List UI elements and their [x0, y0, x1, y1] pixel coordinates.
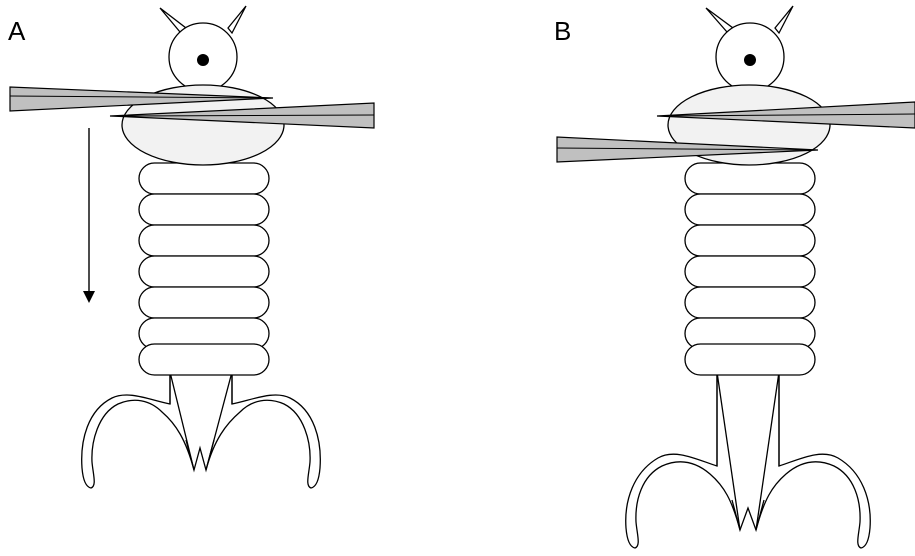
segment-1: [139, 163, 269, 194]
segment-7: [139, 344, 269, 375]
segment-3: [139, 225, 269, 256]
appendages: [626, 370, 870, 548]
specimen-diagram-b: [470, 0, 915, 556]
segment-2: [139, 194, 269, 225]
body-segments: [685, 163, 815, 375]
panel-a: A: [0, 0, 470, 556]
down-arrow-icon: [83, 291, 95, 303]
segment-5: [139, 287, 269, 318]
tail-fork: [186, 440, 214, 470]
eye-dot-icon: [197, 54, 209, 66]
body-segments: [139, 163, 269, 375]
segment-7: [685, 344, 815, 375]
specimen-diagram-a: [0, 0, 470, 556]
segment-4: [139, 256, 269, 287]
panel-b: B: [470, 0, 915, 556]
segment-4: [685, 256, 815, 287]
segment-1: [685, 163, 815, 194]
antenna-right: [775, 6, 793, 33]
antenna-left: [160, 8, 186, 32]
segment-5: [685, 287, 815, 318]
antenna-right: [228, 6, 246, 33]
segment-3: [685, 225, 815, 256]
antenna-left: [706, 8, 733, 32]
segment-2: [685, 194, 815, 225]
eye-dot-icon: [744, 54, 756, 66]
appendages: [82, 370, 321, 488]
